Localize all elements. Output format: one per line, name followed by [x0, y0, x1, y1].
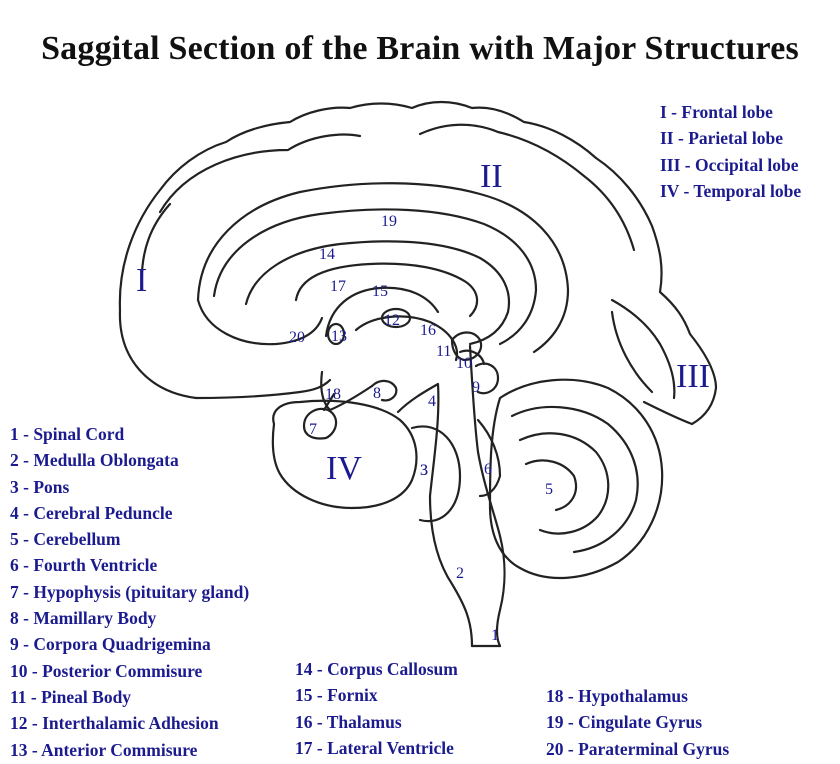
- cortex-fold-3: [418, 123, 636, 252]
- mark-6: 6: [484, 461, 492, 478]
- legend-item: 12 - Interthalamic Adhesion: [10, 713, 219, 734]
- mark-19: 19: [381, 213, 397, 230]
- mark-16: 16: [420, 322, 436, 339]
- legend-item: 15 - Fornix: [295, 685, 378, 706]
- lobe-legend: I - Frontal lobe II - Parietal lobe III …: [660, 99, 801, 204]
- legend-item: 7 - Hypophysis (pituitary gland): [10, 581, 250, 602]
- corpora-quadrigemina: [474, 362, 500, 395]
- brainstem-front: [396, 382, 474, 648]
- mark-1: 1: [491, 627, 499, 644]
- mark-2: 2: [456, 565, 464, 582]
- legend-item: 20 - Paraterminal Gyrus: [546, 738, 730, 759]
- mark-13: 13: [331, 328, 347, 345]
- mark-11: 11: [436, 343, 451, 360]
- cerebrum-outline: [118, 100, 718, 426]
- legend-item: 4 - Cerebral Peduncle: [10, 502, 173, 523]
- structures-legend-col1: 1 - Spinal Cord 2 - Medulla Oblongata 3 …: [10, 421, 249, 763]
- corpus-callosum-genu: [196, 298, 324, 346]
- legend-item: IV - Temporal lobe: [660, 180, 802, 201]
- legend-item: 11 - Pineal Body: [10, 686, 132, 707]
- hypophysis: [302, 407, 338, 440]
- page-title: Saggital Section of the Brain with Major…: [41, 30, 799, 67]
- legend-item: 5 - Cerebellum: [10, 529, 121, 550]
- lateral-ventricle: [294, 262, 479, 318]
- lobe-mark-iii: III: [676, 358, 710, 395]
- mark-15: 15: [372, 283, 388, 300]
- temporal-lobe: [271, 399, 418, 510]
- lobe-mark-ii: II: [480, 158, 503, 195]
- legend-item: 2 - Medulla Oblongata: [10, 450, 179, 471]
- cerebellum: [488, 378, 664, 580]
- legend-item: 14 - Corpus Callosum: [295, 659, 458, 679]
- corpus-callosum-outer: [212, 208, 538, 346]
- legend-item: 18 - Hypothalamus: [546, 686, 688, 706]
- structures-legend-col3: 18 - Hypothalamus 19 - Cingulate Gyrus 2…: [546, 683, 729, 762]
- mark-7: 7: [309, 421, 317, 438]
- mark-3b: 3: [420, 462, 428, 479]
- lobe-mark-i: I: [136, 262, 147, 299]
- legend-item: II - Parietal lobe: [660, 128, 783, 149]
- legend-item: I - Frontal lobe: [660, 102, 773, 122]
- cingulate-outer: [196, 182, 570, 354]
- legend-item: 17 - Lateral Ventricle: [295, 737, 454, 758]
- cortex-fold-5: [610, 310, 654, 394]
- mark-12: 12: [384, 312, 400, 329]
- brainstem-back: [468, 344, 506, 648]
- mark-5: 5: [545, 481, 553, 498]
- legend-item: 10 - Posterior Commisure: [10, 660, 203, 681]
- thalamus: [354, 315, 459, 362]
- legend-item: 6 - Fourth Ventricle: [10, 555, 158, 576]
- legend-item: 19 - Cingulate Gyrus: [546, 712, 703, 733]
- mark-14: 14: [319, 246, 335, 263]
- mark-10: 10: [456, 355, 472, 372]
- mark-4: 4: [428, 393, 436, 410]
- mark-3a: 3: [420, 462, 428, 479]
- posterior-commisure: [458, 349, 486, 366]
- pons: [410, 425, 462, 523]
- mark-9: 9: [472, 379, 480, 396]
- mark-20: 20: [289, 329, 305, 346]
- infundibulum: [322, 392, 336, 412]
- fourth-ventricle: [476, 418, 502, 498]
- cortex-fold-1: [158, 133, 362, 214]
- legend-item: 9 - Corpora Quadrigemina: [10, 634, 211, 655]
- cortex-fold-2: [140, 202, 172, 290]
- lobe-mark-iv: IV: [326, 450, 362, 487]
- mark-8: 8: [373, 385, 381, 402]
- cerebellum-folia-1: [510, 405, 639, 554]
- mark-18: 18: [325, 386, 341, 403]
- fornix: [324, 286, 440, 338]
- legend-item: 8 - Mamillary Body: [10, 608, 157, 629]
- anterior-commisure: [326, 322, 346, 346]
- cortex-fold-4: [610, 298, 676, 400]
- cerebellum-folia-3: [524, 459, 578, 512]
- legend-item: III - Occipital lobe: [660, 154, 799, 175]
- cerebellum-folia-2: [518, 432, 610, 535]
- legend-item: 3 - Pons: [10, 476, 70, 497]
- structures-legend-col2: 14 - Corpus Callosum 15 - Fornix 16 - Th…: [295, 656, 458, 761]
- legend-item: 1 - Spinal Cord: [10, 424, 125, 444]
- legend-item: 16 - Thalamus: [295, 711, 402, 732]
- legend-item: 13 - Anterior Commisure: [10, 739, 198, 760]
- corpus-callosum-inner: [244, 240, 510, 346]
- mamillary-body: [370, 379, 398, 402]
- mark-17: 17: [330, 278, 346, 295]
- optic-chiasm: [194, 378, 332, 400]
